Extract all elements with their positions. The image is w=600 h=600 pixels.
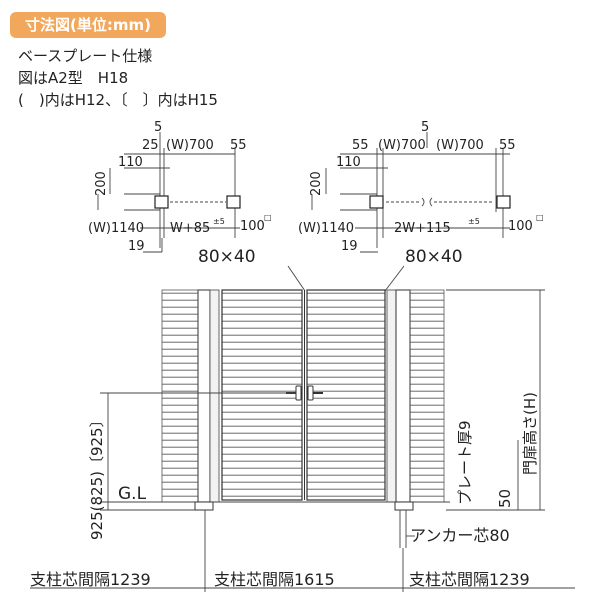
dim-post-double: 100 <box>508 219 533 234</box>
ground-level-label: G.L <box>118 484 147 504</box>
dim-width-a: (W)700 <box>378 138 426 153</box>
post-right-plan-double <box>496 195 511 209</box>
post-left-inner <box>209 289 220 503</box>
dim-vertical-925: 925(825)〔925〕 <box>88 412 106 540</box>
post-right-plan <box>226 195 241 209</box>
gate-leaf-left <box>221 289 303 501</box>
dim-tolerance-double: ±5 <box>468 217 480 226</box>
base-plate-left <box>194 501 214 511</box>
height-dimension-lines <box>446 289 545 511</box>
post-left <box>197 289 211 503</box>
dim-200-double: 200 <box>309 171 324 196</box>
dim-19-double: 19 <box>341 239 358 254</box>
span-left-label: 支柱芯間隔1239 <box>30 570 151 589</box>
dim-5-double: 5 <box>421 120 429 135</box>
gate-leaf-right <box>306 289 386 501</box>
dim-50: 50 <box>496 489 514 508</box>
dim-width-b: (W)700 <box>436 138 484 153</box>
dim-width: (W)700 <box>166 138 214 153</box>
unit-badge: 寸法図(単位:mm) <box>10 12 166 38</box>
span-dimension-lines <box>30 510 575 592</box>
post-left-plan <box>154 195 169 209</box>
dim-19: 19 <box>128 239 145 254</box>
dim-post: 100 <box>240 219 265 234</box>
dim-total: (W)1140 <box>88 221 144 236</box>
post-size-right: 80×40 <box>405 247 463 267</box>
parenthesis-note: ( )内はH12、〔 〕内はH15 <box>18 91 218 109</box>
spec-note: ベースプレート仕様 <box>18 47 153 65</box>
dim-55: 55 <box>230 138 247 153</box>
dim-110: 110 <box>118 155 143 170</box>
post-right-inner <box>386 289 397 503</box>
dim-5: 5 <box>154 120 162 135</box>
vertical-dimension-lines <box>100 392 296 511</box>
fence-panel-left <box>161 289 199 503</box>
gate-height-label: 門扉高さ(H) <box>521 392 539 475</box>
dim-opening-double: 2W+115 <box>394 221 451 236</box>
dim-200: 200 <box>94 171 109 196</box>
dim-total-double: (W)1140 <box>298 221 354 236</box>
dim-55-right: 55 <box>499 138 516 153</box>
plate-thickness-label: プレート厚9 <box>456 420 474 505</box>
post-left-plan-double <box>369 195 384 209</box>
span-right-label: 支柱芯間隔1239 <box>409 570 530 589</box>
model-note: 図はA2型 H18 <box>18 69 129 87</box>
post-right <box>395 289 411 503</box>
fence-panel-right <box>409 289 445 503</box>
square-symbol-double: □ <box>536 213 544 222</box>
dim-tolerance: ±5 <box>213 217 225 226</box>
post-size-leaders <box>287 265 405 292</box>
anchor-center-label: アンカー芯80 <box>410 526 510 545</box>
square-symbol: □ <box>264 213 272 222</box>
post-size-left: 80×40 <box>198 247 256 267</box>
anchor-dimension-lines <box>399 510 415 548</box>
dim-55-left: 55 <box>352 138 369 153</box>
span-center-label: 支柱芯間隔1615 <box>214 570 335 589</box>
dim-opening: W+85 <box>170 221 210 236</box>
dim-110-double: 110 <box>336 155 361 170</box>
base-plate-right <box>394 501 414 511</box>
dim-25: 25 <box>142 138 159 153</box>
